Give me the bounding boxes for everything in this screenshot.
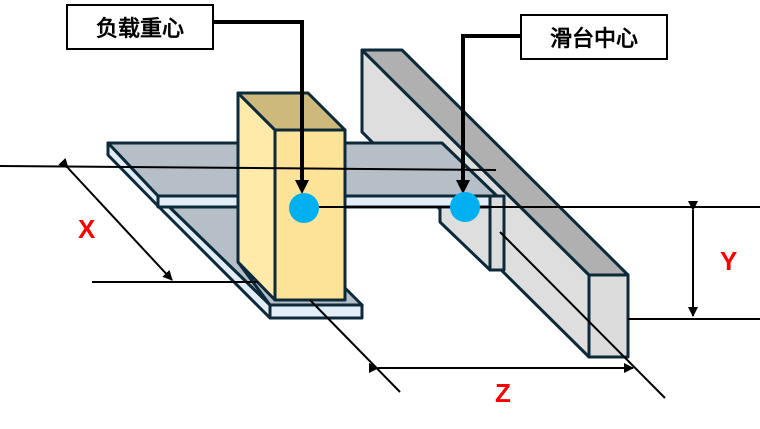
z-ref-line-right xyxy=(499,231,666,399)
load-center-label: 负载重心 xyxy=(66,4,214,50)
slide-center-marker xyxy=(450,192,480,222)
slide-center-arrowhead xyxy=(456,180,470,194)
slide-center-label: 滑台中心 xyxy=(520,14,668,60)
x-axis-label: X xyxy=(78,214,96,244)
load-center-marker xyxy=(289,193,319,223)
load-center-arrowhead xyxy=(295,180,309,194)
z-ref-line-left xyxy=(309,299,401,393)
slider-strip xyxy=(488,194,506,272)
slide-center-leader xyxy=(461,34,520,190)
y-axis-label: Y xyxy=(720,246,738,276)
x-dimension-arrow xyxy=(58,158,173,281)
load-center-leader xyxy=(214,20,304,190)
rail-end-face xyxy=(587,273,630,359)
z-axis-label: Z xyxy=(495,378,511,408)
